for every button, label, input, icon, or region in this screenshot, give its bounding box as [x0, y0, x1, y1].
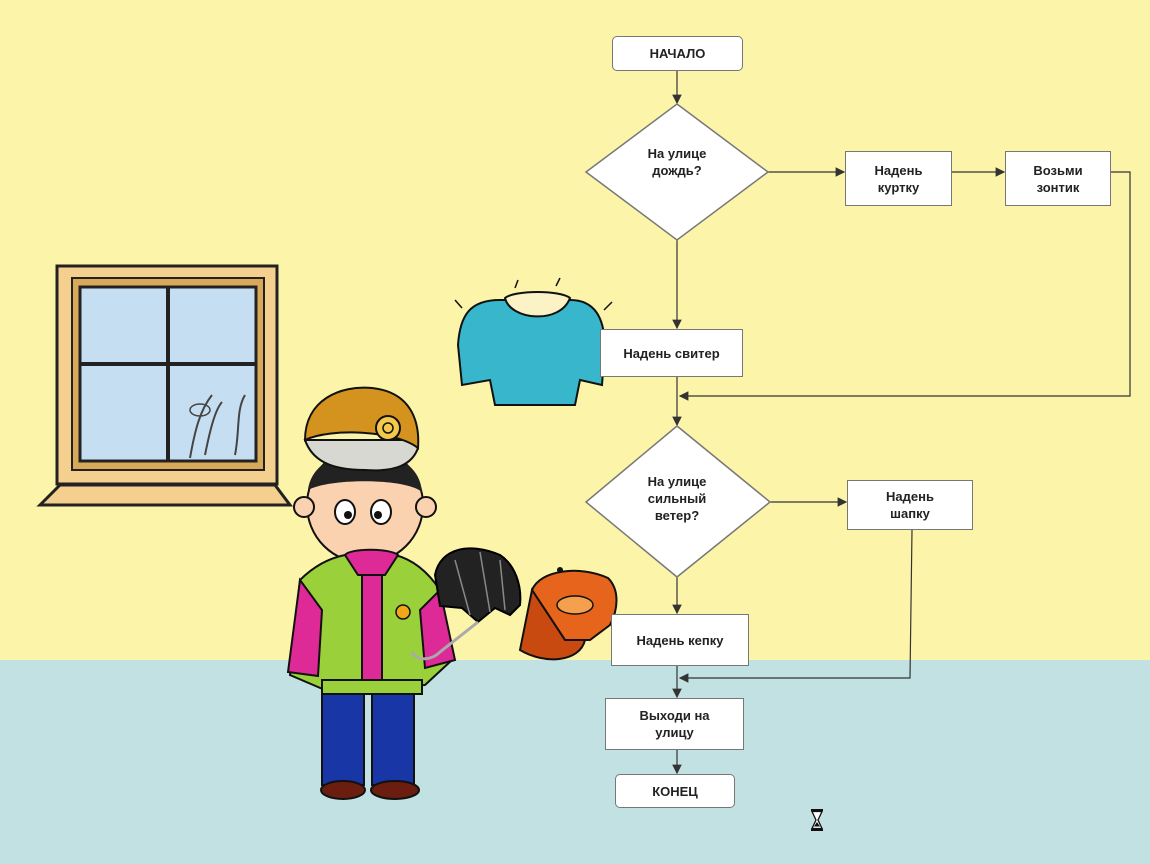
umbrella-illustration [410, 547, 522, 661]
sweater-illustration [454, 277, 613, 406]
floor-background [0, 660, 1150, 864]
flow-decision-rain: На улице дождь? [647, 146, 707, 178]
flow-go-outside: Выходи на улицу [605, 698, 744, 750]
boy-illustration [286, 386, 457, 800]
decision-wind-diamond [584, 425, 772, 578]
cap-illustration [518, 567, 618, 661]
flow-connectors [672, 70, 1131, 775]
flow-end: КОНЕЦ [615, 774, 735, 808]
flow-wear-jacket: Надень куртку [845, 151, 952, 206]
window-illustration [36, 264, 293, 507]
decision-rain-diamond [584, 103, 770, 241]
flow-wear-sweater: Надень свитер [600, 329, 743, 377]
hourglass-icon [810, 809, 824, 831]
flow-wear-cap: Надень кепку [611, 614, 749, 666]
flow-decision-wind: На улице сильный ветер? [647, 473, 707, 523]
flow-wear-hat: Надень шапку [847, 480, 973, 530]
flow-take-umbrella: Возьми зонтик [1005, 151, 1111, 206]
flow-start: НАЧАЛО [612, 36, 743, 71]
